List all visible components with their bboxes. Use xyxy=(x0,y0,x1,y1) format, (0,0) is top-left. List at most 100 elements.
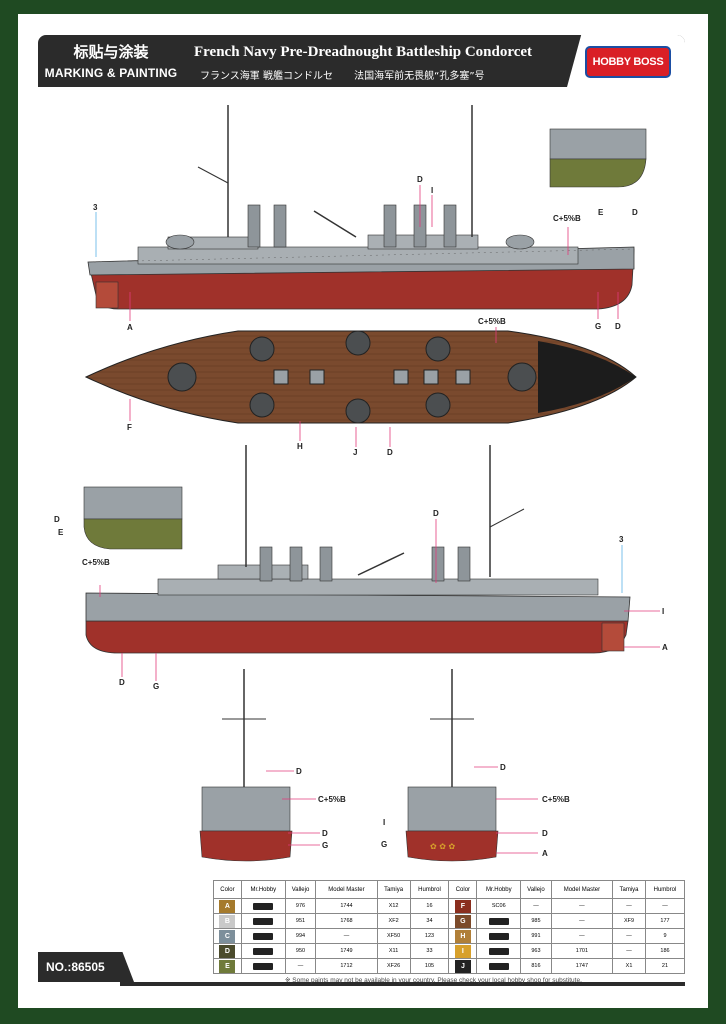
logo-area: HOBBY BOSS xyxy=(567,35,685,87)
paint-table: Color Mr.Hobby Vallejo Model Master Tami… xyxy=(213,880,686,974)
paint-humbrol-cell: 9 xyxy=(644,928,686,944)
callout-d-top: D xyxy=(417,175,423,184)
paint-swatch-cell: D xyxy=(213,943,242,959)
paint-mm-cell: — xyxy=(315,928,378,944)
paint-vallejo-cell: 985 xyxy=(520,913,552,929)
paint-mm-cell: 1712 xyxy=(315,958,378,974)
callout-f-deck: F xyxy=(127,423,132,432)
col-tamiya: Tamiya xyxy=(376,880,411,899)
callout-d-bow2: D xyxy=(322,829,328,838)
mrhobby-cell xyxy=(240,943,286,959)
col-humbrol: Humbrol xyxy=(409,880,450,899)
paint-swatch-cell: E xyxy=(213,958,242,974)
callout-3-mid: 3 xyxy=(619,535,624,544)
mrhobby-label-icon xyxy=(253,902,274,910)
callout-d-stern2: D xyxy=(542,829,548,838)
mrhobby-cell xyxy=(240,928,286,944)
callout-e-insert2: E xyxy=(58,528,64,537)
callout-c5n-stern: C+5%B xyxy=(542,795,570,804)
paint-swatch: F xyxy=(454,899,471,913)
callout-g-bow: G xyxy=(322,841,328,850)
paint-swatch-cell: I xyxy=(448,943,478,959)
callout-h-deck: H xyxy=(297,442,303,451)
paint-swatch-cell: J xyxy=(448,958,478,974)
callout-i-stern: I xyxy=(383,818,385,827)
bow-detail-insert xyxy=(549,128,647,188)
callout-g-mid: G xyxy=(153,682,159,691)
bottom-bar xyxy=(120,982,685,986)
paint-vallejo-cell: 976 xyxy=(284,898,317,914)
paint-vallejo-cell: 994 xyxy=(284,928,317,944)
paint-vallejo-cell: 991 xyxy=(520,928,552,944)
mrhobby-label-icon xyxy=(488,947,509,955)
callout-d-bow: D xyxy=(296,767,302,776)
ship-subtitle-cn: 法国海军前无畏舰“孔多塞”号 xyxy=(354,71,485,82)
paint-swatch: B xyxy=(219,914,236,928)
paint-swatch-cell: G xyxy=(448,913,478,929)
paint-mm-cell: — xyxy=(550,928,614,944)
paint-swatch-cell: B xyxy=(213,913,242,929)
mrhobby-label-icon xyxy=(488,932,509,940)
mrhobby-cell xyxy=(476,928,522,944)
paint-mm-cell: 1747 xyxy=(550,958,614,974)
mrhobby-cell xyxy=(476,913,522,929)
callout-c5n-top: C+5%B xyxy=(553,214,581,223)
paint-vallejo-cell: — xyxy=(520,898,552,914)
stern-view: ✿ ✿ ✿ xyxy=(405,669,499,862)
paint-humbrol-cell: 34 xyxy=(409,913,450,929)
callout-i-top: I xyxy=(431,186,433,195)
paint-mm-cell: 1701 xyxy=(550,943,614,959)
paint-swatch: D xyxy=(219,944,236,958)
paint-tamiya-cell: — xyxy=(612,943,646,959)
col-vallejo-2: Vallejo xyxy=(520,880,552,899)
callout-c5n-bow: C+5%B xyxy=(318,795,346,804)
paint-vallejo-cell: 950 xyxy=(284,943,317,959)
paint-vallejo-cell: 963 xyxy=(520,943,552,959)
col-vallejo: Vallejo xyxy=(284,880,317,899)
callout-g-top: G xyxy=(595,322,601,331)
paint-humbrol-cell: 123 xyxy=(409,928,450,944)
callout-a-top: A xyxy=(127,323,133,332)
callout-leaders xyxy=(95,185,660,854)
paint-humbrol-cell: 33 xyxy=(409,943,450,959)
callout-j-deck: J xyxy=(353,448,357,457)
callout-g-stern: G xyxy=(381,840,387,849)
col-humbrol-2: Humbrol xyxy=(644,880,686,899)
paint-mm-cell: 1768 xyxy=(315,913,378,929)
paint-humbrol-cell: 177 xyxy=(644,913,686,929)
col-tamiya-2: Tamiya xyxy=(612,880,646,899)
paint-tamiya-cell: — xyxy=(612,898,646,914)
paint-swatch-cell: H xyxy=(448,928,478,944)
callout-c5n-mid: C+5%B xyxy=(82,558,110,567)
callout-d-deck: D xyxy=(387,448,393,457)
mrhobby-label-icon xyxy=(253,917,274,925)
ship-title: French Navy Pre-Dreadnought Battleship C… xyxy=(194,44,533,60)
paint-swatch: E xyxy=(219,959,236,973)
mrhobby-code: SC06 xyxy=(491,903,506,909)
stern-detail-insert xyxy=(83,486,183,550)
paint-swatch: H xyxy=(454,929,471,943)
page-header: 标贴与涂装 MARKING & PAINTING French Navy Pre… xyxy=(38,35,685,87)
col-mrhobby-2: Mr.Hobby xyxy=(476,880,522,899)
paint-swatch-cell: C xyxy=(213,928,242,944)
paint-humbrol-cell: 186 xyxy=(644,943,686,959)
paint-tamiya-cell: XF9 xyxy=(612,913,646,929)
paint-tamiya-cell: — xyxy=(612,928,646,944)
callout-i-mid: I xyxy=(662,607,664,616)
mrhobby-label-icon xyxy=(488,917,509,925)
hobby-boss-logo: HOBBY BOSS xyxy=(585,46,671,78)
callout-c5n-deck: C+5%B xyxy=(478,317,506,326)
paint-mm-cell: 1749 xyxy=(315,943,378,959)
stern-ornament: ✿ ✿ ✿ xyxy=(430,842,455,851)
paint-swatch: J xyxy=(454,959,471,973)
mrhobby-cell xyxy=(476,943,522,959)
port-profile xyxy=(85,445,631,654)
paint-vallejo-cell: 951 xyxy=(284,913,317,929)
paint-tamiya-cell: XF26 xyxy=(376,958,411,974)
col-color-2: Color xyxy=(448,880,478,899)
paint-swatch: C xyxy=(219,929,236,943)
mrhobby-label-icon xyxy=(253,962,274,970)
